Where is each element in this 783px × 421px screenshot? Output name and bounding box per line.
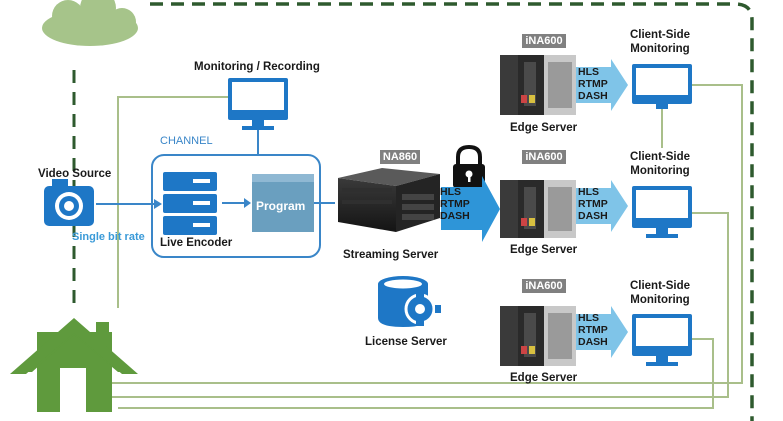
channel-label: CHANNEL (160, 135, 213, 147)
streaming-server-icon (338, 168, 440, 232)
client-arrow-3 (575, 306, 628, 358)
license-gear-icon (378, 276, 441, 327)
edge-protocol-rtmp: RTMP (578, 78, 608, 90)
protocol-dash: DASH (440, 210, 470, 222)
edge-server-label-1: Edge Server (510, 122, 578, 134)
edge-protocols-1: HLS RTMP DASH (578, 66, 618, 102)
client-label-line1: Client-Side (629, 29, 691, 41)
client-monitor-icon-3 (632, 314, 692, 366)
client-label-line2: Monitoring (630, 165, 690, 177)
edge-protocol-rtmp: RTMP (578, 198, 608, 210)
edge-protocol-hls: HLS (578, 186, 599, 198)
edge-server-label-2: Edge Server (510, 244, 578, 256)
stream-arrow (441, 176, 500, 242)
edge-protocol-rtmp: RTMP (578, 324, 608, 336)
edge-model-badge-2: iNA600 (522, 150, 566, 164)
home-icon (10, 318, 138, 412)
client-arrow-1 (575, 59, 628, 111)
protocol-rtmp: RTMP (440, 198, 470, 210)
monitor-line-1 (117, 96, 228, 308)
single-bit-rate-label: Single bit rate (72, 231, 145, 243)
edge-protocols-3: HLS RTMP DASH (578, 312, 618, 348)
edge-protocol-dash: DASH (578, 90, 608, 102)
monitor-line-4 (118, 338, 714, 409)
monitoring-recording-label: Monitoring / Recording (194, 61, 320, 73)
video-source-label: Video Source (38, 168, 112, 180)
edge-protocol-dash: DASH (578, 210, 608, 222)
program-box (252, 174, 314, 232)
client-monitoring-label-1: Client-Side Monitoring (616, 28, 704, 56)
edge-protocol-hls: HLS (578, 312, 599, 324)
client-label-line1: Client-Side (629, 151, 691, 163)
channel-box (151, 154, 321, 258)
client-monitoring-label-3: Client-Side Monitoring (616, 279, 704, 307)
edge-server-icon-1 (500, 55, 576, 115)
lock-icon (453, 144, 485, 188)
edge-model-badge-1: iNA600 (522, 34, 566, 48)
client-monitoring-label-2: Client-Side Monitoring (616, 150, 704, 178)
program-label: Program (256, 199, 306, 213)
license-server-label: License Server (365, 336, 447, 348)
edge-protocols-2: HLS RTMP DASH (578, 186, 618, 222)
live-encoder-icon (163, 172, 217, 235)
monitor-icon-recording (228, 78, 288, 130)
client-label-line1: Client-Side (629, 280, 691, 292)
client-label-line2: Monitoring (630, 43, 690, 55)
camera-icon (44, 179, 94, 226)
boundary-dashed-line (150, 2, 754, 421)
edge-server-icon-2 (500, 180, 576, 238)
stream-protocol-list: HLS RTMP DASH (440, 186, 478, 222)
na860-badge: NA860 (380, 150, 420, 164)
streaming-server-label: Streaming Server (343, 249, 439, 261)
live-encoder-label: Live Encoder (160, 237, 233, 249)
client-label-line2: Monitoring (630, 294, 690, 306)
edge-protocol-dash: DASH (578, 336, 608, 348)
protocol-hls: HLS (440, 186, 461, 198)
client-arrow-2 (575, 180, 628, 232)
edge-protocol-hls: HLS (578, 66, 599, 78)
monitor-line-2 (50, 84, 743, 384)
edge-server-icon-3 (500, 306, 576, 366)
client-monitor-icon-2 (632, 186, 692, 238)
monitor-line-3 (95, 212, 729, 398)
edge-server-label-3: Edge Server (510, 372, 578, 384)
client-monitor-icon-1 (632, 64, 692, 109)
cloud-icon (42, 0, 138, 46)
edge-model-badge-3: iNA600 (522, 279, 566, 293)
